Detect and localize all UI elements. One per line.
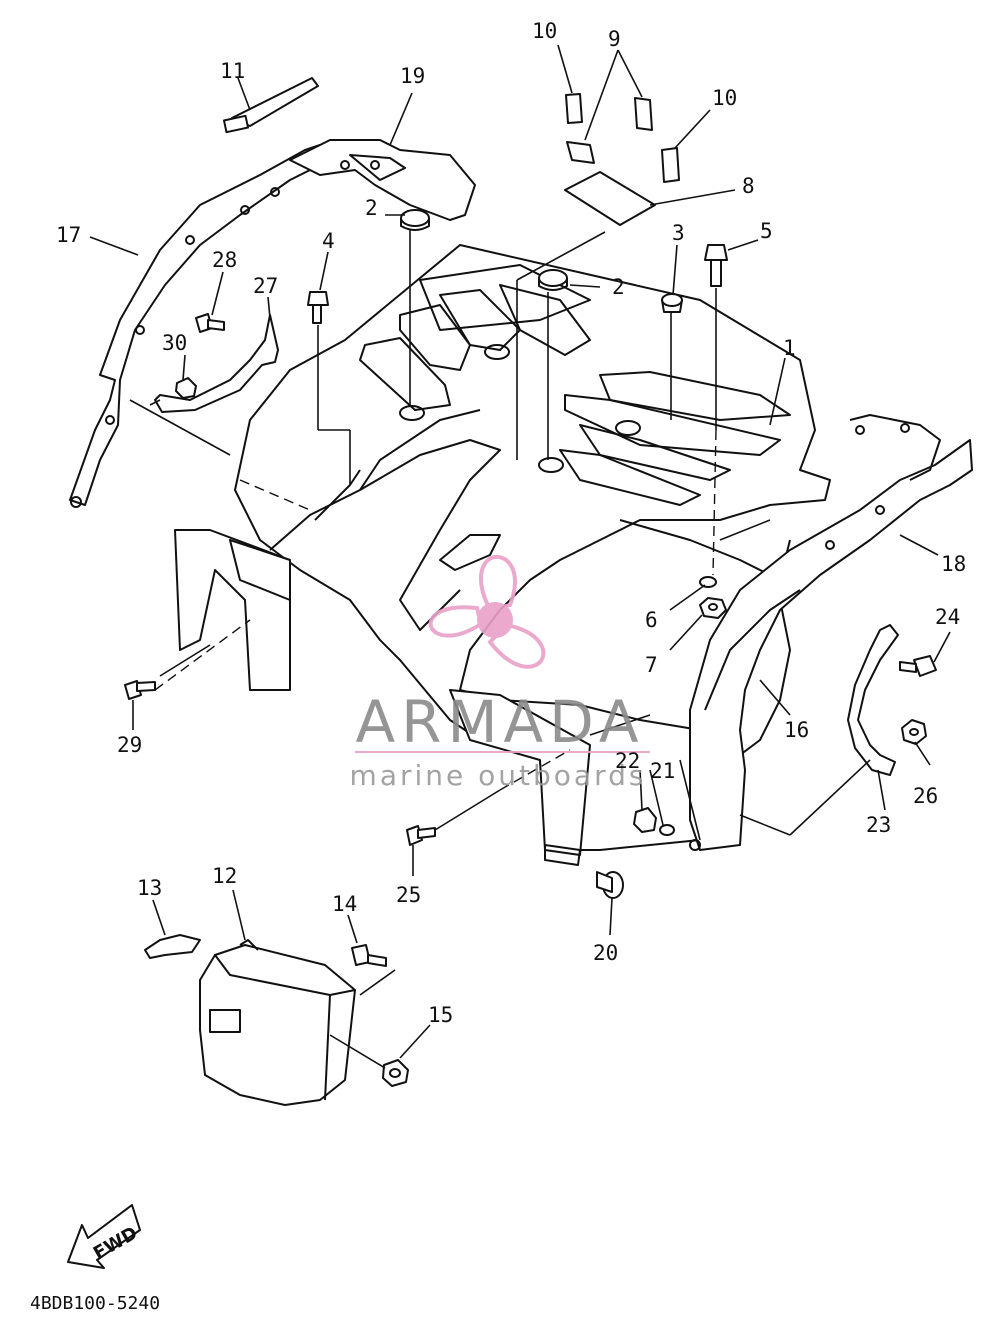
part-label: 6	[645, 608, 658, 632]
part-label: 2	[612, 275, 625, 299]
clip-10b	[661, 147, 680, 183]
upper-left-trim	[289, 139, 476, 221]
drawing-code: 4BDB100-5240	[30, 1293, 160, 1314]
nut-22	[633, 807, 657, 833]
part-label: 30	[162, 331, 187, 355]
watermark-tagline: marine outboards	[350, 759, 647, 792]
leader-lines	[89, 44, 951, 1069]
part-label: 7	[645, 653, 658, 677]
part-label: 29	[117, 733, 142, 757]
stay-23	[847, 624, 899, 776]
tool-box-12	[199, 939, 356, 1106]
pad-8	[564, 171, 656, 226]
bolt-24	[899, 655, 937, 677]
bolt-28	[195, 313, 225, 333]
part-label: 8	[742, 174, 755, 198]
part-label: 14	[332, 892, 357, 916]
bolt-5	[704, 244, 728, 287]
part-label: 21	[650, 759, 675, 783]
nut-26	[901, 719, 927, 745]
band-11	[222, 77, 319, 134]
part-label: 9	[608, 27, 621, 51]
clip-10a	[565, 93, 583, 124]
part-label: 1	[783, 336, 796, 360]
nut-15	[382, 1059, 409, 1087]
clip-9a	[566, 141, 595, 164]
stay-27	[154, 314, 279, 413]
clip-9b	[634, 97, 653, 131]
nut-7	[699, 597, 727, 619]
watermark: ARMADA marine outboards	[350, 554, 650, 792]
washer-6	[699, 576, 717, 588]
bolt-14	[351, 944, 387, 967]
part-label: 10	[532, 19, 557, 43]
part-label: 15	[428, 1003, 453, 1027]
part-label: 18	[941, 552, 966, 576]
right-side-panel	[689, 414, 973, 851]
part-label: 11	[220, 59, 245, 83]
part-label: 17	[56, 223, 81, 247]
part-labels: 1 2 2 3 4 5 6 7 8 9 10 10 11 12 13 14 15…	[56, 19, 966, 1027]
part-label: 16	[784, 718, 809, 742]
part-label: 12	[212, 864, 237, 888]
part-label: 22	[615, 749, 640, 773]
bracket-16	[704, 589, 801, 711]
rear-fender-body	[174, 244, 831, 866]
clamp-13	[144, 934, 201, 959]
bolt-25	[406, 825, 436, 846]
part-label: 24	[935, 605, 960, 629]
watermark-brand: ARMADA	[355, 688, 644, 756]
cap-3	[661, 293, 683, 313]
part-label: 26	[913, 784, 938, 808]
part-label: 2	[365, 196, 378, 220]
propeller-logo-icon	[428, 554, 546, 669]
part-label: 19	[400, 64, 425, 88]
forward-direction-arrow-icon: FWD	[67, 1204, 141, 1269]
part-label: 23	[866, 813, 891, 837]
bolt-20	[596, 871, 624, 899]
washer-21	[659, 824, 675, 836]
part-label: 13	[137, 876, 162, 900]
bolt-29	[124, 680, 156, 700]
part-label: 27	[253, 274, 278, 298]
bolt-4	[307, 291, 329, 324]
part-label: 3	[672, 221, 685, 245]
part-label: 25	[396, 883, 421, 907]
grommet-2a	[400, 209, 430, 231]
part-label: 10	[712, 86, 737, 110]
nut-30	[175, 377, 197, 399]
grommet-2b	[538, 269, 568, 291]
part-label: 20	[593, 941, 618, 965]
part-label: 5	[760, 219, 773, 243]
part-label: 28	[212, 248, 237, 272]
part-label: 4	[322, 229, 335, 253]
